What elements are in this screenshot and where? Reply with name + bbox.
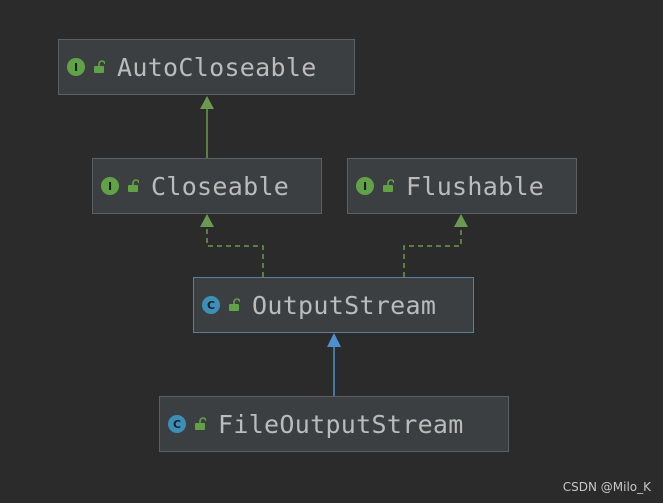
node-label: Closeable: [151, 171, 290, 201]
node-label: AutoCloseable: [117, 52, 317, 82]
class-badge-icon: C: [168, 415, 186, 433]
node-autocloseable[interactable]: I AutoCloseable: [58, 39, 355, 95]
edge-closeable-autocloseable: [200, 96, 214, 158]
unlock-icon: [228, 298, 240, 312]
interface-badge-icon: I: [356, 177, 374, 195]
class-badge-icon: C: [202, 296, 220, 314]
node-fileoutputstream[interactable]: C FileOutputStream: [159, 396, 509, 452]
node-flushable[interactable]: I Flushable: [347, 158, 577, 214]
watermark-text: CSDN @Milo_K: [562, 480, 651, 494]
node-label: FileOutputStream: [218, 409, 464, 439]
node-label: OutputStream: [252, 290, 437, 320]
interface-badge-icon: I: [101, 177, 119, 195]
unlock-icon: [382, 179, 394, 193]
node-closeable[interactable]: I Closeable: [92, 158, 322, 214]
node-label: Flushable: [406, 171, 545, 201]
interface-badge-icon: I: [67, 58, 85, 76]
unlock-icon: [93, 60, 105, 74]
edge-fileoutputstream-outputstream: [327, 333, 341, 396]
unlock-icon: [127, 179, 139, 193]
unlock-icon: [194, 417, 206, 431]
edge-outputstream-flushable: [403, 214, 468, 277]
edge-outputstream-closeable: [200, 214, 264, 277]
node-outputstream[interactable]: C OutputStream: [193, 277, 474, 333]
